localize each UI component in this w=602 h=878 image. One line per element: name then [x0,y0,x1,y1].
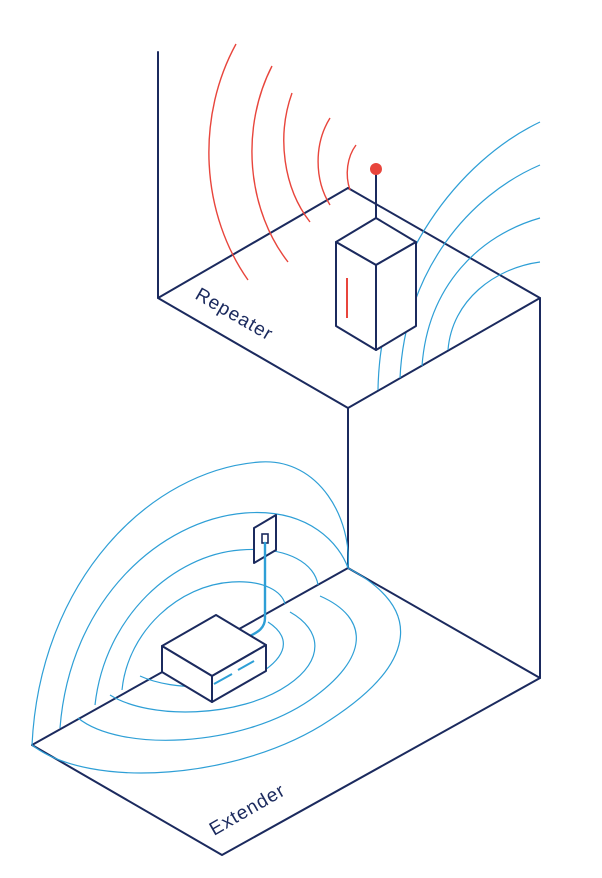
outlet-plate [253,514,277,564]
red-wave-4 [251,65,289,263]
red-wave-5 [208,43,249,281]
wall-outlet [248,514,277,638]
extender-side-face [211,644,267,703]
extender-signal-waves [31,461,402,774]
extender-wave-3-floor [109,611,316,713]
extender-floor-right-edge [347,567,541,679]
right-wave-3 [421,217,541,367]
antenna-tip-icon [370,163,382,175]
extender-led-1 [213,673,233,685]
repeater-label: Repeater [192,284,277,345]
repeater-device [335,163,417,351]
extender-wave-2-floor [77,595,357,741]
extender-led-2 [237,660,255,671]
right-wave-2 [399,164,541,379]
repeater-floor-back-edge [157,187,349,299]
extender-wave-outer-floor [31,567,402,774]
extender-cable [248,541,267,638]
extender-wave-outer [31,461,349,746]
extender-wave-3 [94,548,319,706]
repeater-signal-waves [208,43,357,281]
red-wave-2 [317,117,331,206]
extender-label: Extender [206,780,289,840]
red-wave-3 [283,92,311,223]
right-wave-4 [447,261,541,351]
red-wave-1 [346,144,357,191]
extender-floor [31,567,541,856]
extender-wave-2 [59,511,349,729]
repeater-floor [157,51,541,679]
extender-device [161,614,267,703]
extender-wave-4 [121,581,286,691]
repeater-side-face [375,241,417,351]
repeater-floor-right-edge [347,187,541,299]
extender-floor-outline [31,567,541,856]
